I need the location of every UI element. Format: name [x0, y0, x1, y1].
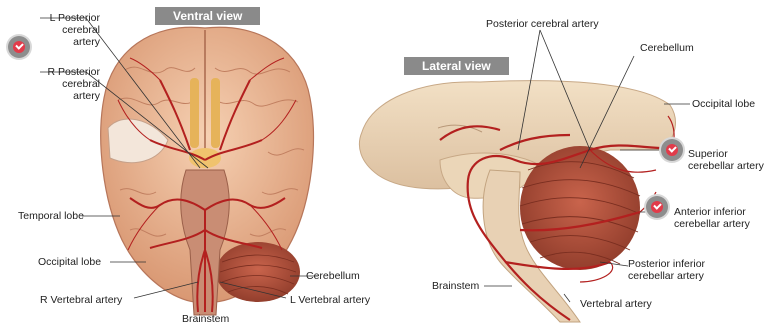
- check-badge-icon: [661, 139, 683, 161]
- check-badge-icon: [646, 196, 668, 218]
- label-l-vertebral-artery: L Vertebral artery: [290, 294, 370, 306]
- label-brainstem-lateral: Brainstem: [432, 280, 479, 292]
- label-r-posterior-cerebral-artery: R Posterior cerebral artery: [40, 66, 100, 102]
- label-occipital-lobe: Occipital lobe: [38, 256, 101, 268]
- lateral-brain-drawing: [359, 81, 675, 322]
- label-l-posterior-cerebral-artery: L Posterior cerebral artery: [40, 12, 100, 48]
- ventral-view-tag: Ventral view: [155, 7, 260, 25]
- label-cerebellum-lateral: Cerebellum: [640, 42, 694, 54]
- label-posterior-cerebral-artery: Posterior cerebral artery: [486, 18, 599, 30]
- label-temporal-lobe: Temporal lobe: [18, 210, 84, 222]
- ventral-brain-drawing: [101, 27, 314, 315]
- label-vertebral-artery: Vertebral artery: [580, 298, 652, 310]
- label-superior-cerebellar-artery: Superior cerebellar artery: [688, 148, 764, 172]
- label-occipital-lobe-lateral: Occipital lobe: [692, 98, 755, 110]
- check-badge-icon: [8, 36, 30, 58]
- label-posterior-inferior-cerebellar-artery: Posterior inferior cerebellar artery: [628, 258, 705, 282]
- label-anterior-inferior-cerebellar-artery: Anterior inferior cerebellar artery: [674, 206, 750, 230]
- label-cerebellum-ventral: Cerebellum: [306, 270, 360, 282]
- label-brainstem-ventral: Brainstem: [182, 313, 229, 325]
- lateral-view-tag: Lateral view: [404, 57, 509, 75]
- label-r-vertebral-artery: R Vertebral artery: [40, 294, 122, 306]
